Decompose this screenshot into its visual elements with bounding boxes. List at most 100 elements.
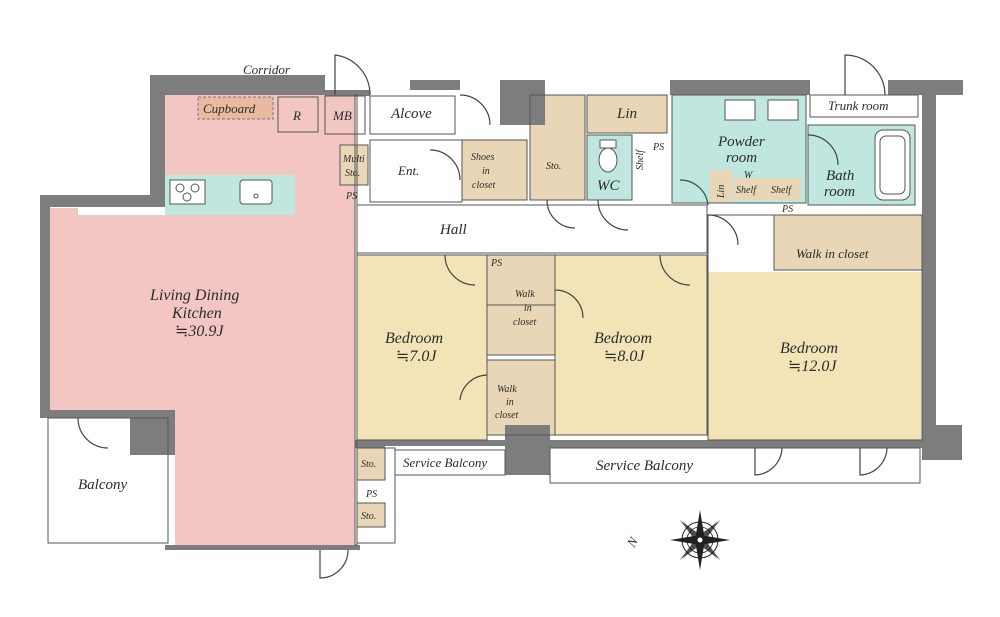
- wall-corridor-block: [500, 80, 545, 125]
- bedroom-3-floor: [708, 272, 921, 440]
- label-shelf-powder-1: Shelf: [736, 185, 757, 196]
- label-shoes-closet-1: Shoes: [471, 152, 494, 163]
- outline-linen-top: [586, 94, 668, 134]
- doors: [77, 54, 888, 579]
- wic-b-floor: [487, 360, 555, 435]
- label-ps-hall: PS: [490, 258, 502, 269]
- washbasin-icon: [724, 99, 799, 121]
- outline-trunk: [809, 94, 919, 118]
- stove-icon: [169, 179, 206, 205]
- door-bedroom-2[interactable]: [659, 254, 691, 286]
- wall-lower-left-col: [355, 440, 385, 448]
- label-multi-storage-2: Sto.: [345, 168, 360, 179]
- label-north: N: [623, 533, 641, 550]
- label-corridor: Corridor: [243, 62, 291, 77]
- label-bedroom-2: Bedroom: [594, 330, 652, 347]
- door-bath[interactable]: [807, 134, 839, 166]
- label-balcony: Balcony: [78, 477, 127, 493]
- cupboard-floor: [198, 97, 273, 119]
- label-powder-room-1: Powder: [717, 134, 765, 150]
- label-meter-box: MB: [332, 108, 352, 123]
- door-entrance-main[interactable]: [334, 54, 371, 96]
- toilet-icon: [598, 139, 618, 173]
- label-shelf-wc: Shelf: [635, 149, 646, 170]
- outline-balcony: [47, 417, 169, 544]
- label-ps-bath: PS: [781, 204, 793, 215]
- outline-storage-main: [529, 94, 586, 201]
- door-powder[interactable]: [679, 179, 709, 206]
- door-bedroom-1[interactable]: [444, 254, 476, 286]
- outline-service-balcony-large: [549, 447, 921, 484]
- door-wic-a[interactable]: [554, 289, 584, 319]
- door-wc[interactable]: [597, 199, 629, 231]
- outline-wic-b: [486, 359, 556, 436]
- wall-right-bottom: [922, 425, 962, 460]
- wall-corridor-top-left: [325, 90, 370, 96]
- outline-cupboard: [197, 96, 274, 120]
- label-wic-a-3: closet: [513, 317, 537, 328]
- door-entrance-inner[interactable]: [429, 149, 461, 181]
- compass-rose-icon: [670, 510, 730, 570]
- storage-lower-1-floor: [357, 448, 385, 480]
- bathtub-icon: [874, 129, 911, 201]
- wall-corridor-right: [670, 80, 810, 95]
- wic-master-floor: [774, 215, 922, 270]
- door-ldk-lower[interactable]: [319, 549, 349, 579]
- label-wc: WC: [597, 178, 620, 194]
- label-bath-room-2: room: [824, 184, 855, 200]
- label-bedroom-3: Bedroom: [780, 340, 838, 357]
- linen-top-floor: [587, 95, 667, 133]
- label-service-balcony-small: Service Balcony: [403, 455, 487, 470]
- label-ldk-1: Living Dining: [149, 287, 239, 304]
- label-bedroom-2-size: ≒8.0J: [604, 348, 645, 365]
- outline-lower-column: [356, 447, 396, 544]
- door-bedroom-3[interactable]: [707, 214, 739, 246]
- door-storage[interactable]: [546, 199, 576, 229]
- door-trunk[interactable]: [844, 54, 886, 96]
- outline-fridge: [277, 96, 319, 133]
- storage-lower-2-floor: [357, 503, 385, 527]
- outline-wic-master: [773, 214, 923, 271]
- label-storage-lower-1: Sto.: [361, 459, 376, 470]
- label-wic-a-2: in: [524, 303, 532, 314]
- walls: [40, 75, 963, 550]
- label-ldk-size: ≒30.9J: [175, 323, 224, 340]
- outline-wc: [586, 134, 633, 201]
- wall-ldk-top: [150, 75, 325, 95]
- label-shoes-closet-2: in: [482, 166, 490, 177]
- door-wic-b[interactable]: [459, 374, 488, 401]
- label-entrance: Ent.: [397, 163, 419, 178]
- label-bedroom-1-size: ≒7.0J: [396, 348, 437, 365]
- label-hall: Hall: [439, 222, 467, 238]
- wall-right-outer: [922, 80, 936, 425]
- door-mb[interactable]: [459, 94, 491, 126]
- outline-alcove: [369, 95, 456, 135]
- wall-ldk-bottom: [165, 545, 360, 550]
- label-washer: W: [744, 170, 754, 181]
- outline-shoes-closet: [461, 139, 528, 201]
- wall-balcony-top: [40, 410, 175, 418]
- label-ps-wc: PS: [652, 142, 664, 153]
- fixtures: [169, 99, 911, 205]
- shoes-closet-floor: [462, 140, 527, 200]
- door-service-balcony[interactable]: [754, 447, 783, 476]
- shelf-powder-floor: [733, 178, 801, 200]
- label-walk-in-closet-master: Walk in closet: [796, 246, 869, 261]
- label-ldk-2: Kitchen: [171, 305, 222, 322]
- labels: Corridor Cupboard R MB Alcove Multi Sto.…: [78, 62, 889, 550]
- outline-hall: [356, 204, 708, 254]
- label-storage-lower-2: Sto.: [361, 511, 376, 522]
- label-storage-main: Sto.: [546, 161, 561, 172]
- door-balcony[interactable]: [77, 417, 109, 449]
- wall-corridor-mid: [410, 80, 460, 90]
- outline-bath: [807, 124, 916, 206]
- label-wic-b-2: in: [506, 397, 514, 408]
- door-service-balcony-2[interactable]: [859, 447, 888, 476]
- label-linen-small: Lin: [716, 185, 727, 199]
- wall-bottom-block: [505, 425, 550, 475]
- label-alcove: Alcove: [390, 106, 432, 122]
- outline-powder: [671, 94, 807, 204]
- bedroom-2-floor: [555, 255, 707, 435]
- label-shoes-closet-3: closet: [472, 180, 496, 191]
